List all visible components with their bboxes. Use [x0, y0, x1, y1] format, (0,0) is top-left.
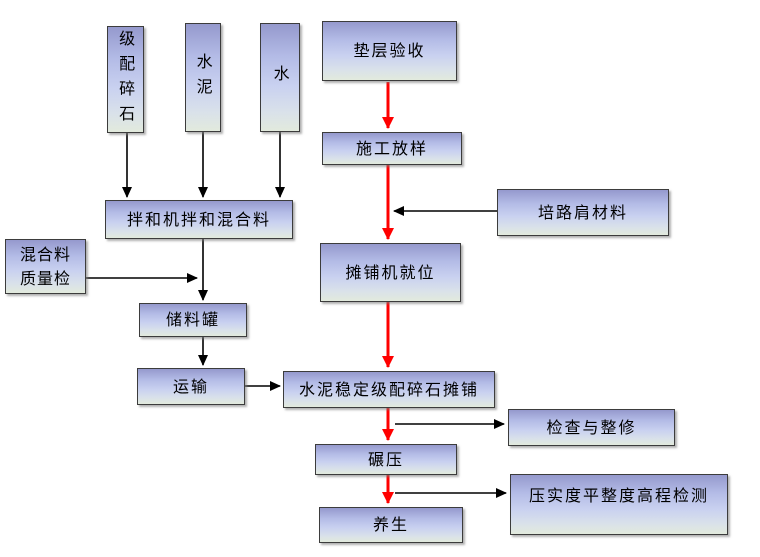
node-storage-tank: 储料罐: [139, 303, 247, 337]
node-inspection-and-repair: 检查与整修: [508, 409, 675, 446]
node-water: 水: [260, 23, 300, 132]
node-mixture-quality-check: 混合料 质量检: [5, 239, 86, 294]
node-graded-crushed-stone: 级配碎石: [107, 26, 144, 133]
node-paver-in-position: 摊铺机就位: [320, 243, 461, 302]
node-shoulder-material: 培路肩材料: [497, 189, 669, 236]
node-curing: 养生: [319, 507, 463, 543]
node-construction-layout: 施工放样: [322, 132, 462, 165]
node-compaction-flatness-elevation-test: 压实度平整度高程检测: [510, 474, 728, 535]
node-cement-stabilized-paving: 水泥稳定级配碎石摊铺: [283, 371, 495, 408]
node-rolling: 碾压: [315, 444, 457, 475]
node-transport: 运输: [137, 368, 245, 405]
node-mixer-mixing-mixture: 拌和机拌和混合料: [105, 200, 293, 239]
node-cushion-layer-acceptance: 垫层验收: [322, 21, 457, 81]
node-cement: 水泥: [185, 23, 221, 132]
